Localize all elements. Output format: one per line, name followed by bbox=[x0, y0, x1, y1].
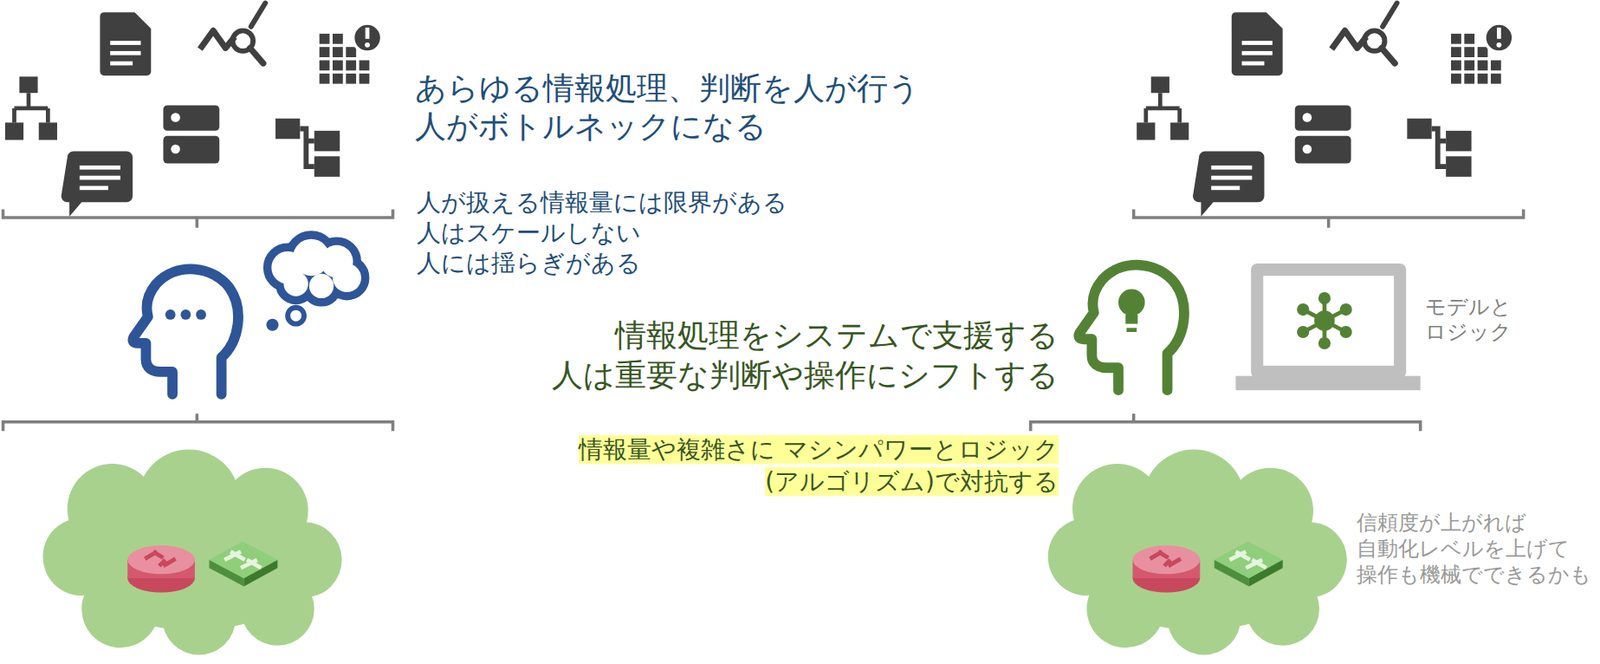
network-point bbox=[1296, 303, 1309, 316]
bracket bbox=[1133, 209, 1524, 228]
highlighted-text: 情報量や複雑さに マシンパワーとロジック(アルゴリズム)で対抗する bbox=[578, 434, 1059, 496]
thought-cloud bbox=[265, 239, 362, 331]
thinking-dot bbox=[165, 309, 176, 320]
network-point bbox=[1340, 303, 1353, 316]
network-cloud bbox=[42, 449, 342, 655]
thought-part bbox=[309, 273, 334, 298]
network-cloud bbox=[1048, 449, 1348, 655]
thought-dot bbox=[265, 318, 279, 331]
human-head bbox=[132, 268, 239, 395]
laptop-display bbox=[1263, 275, 1394, 366]
head-outline bbox=[1078, 265, 1185, 391]
thought-part bbox=[332, 263, 362, 292]
future-note: 信頼度が上がれば 自動化レベルを上げて 操作も機械でできるかも bbox=[1356, 509, 1596, 588]
thought-dot bbox=[287, 307, 305, 324]
lightbulb bbox=[1126, 327, 1137, 332]
laptop-symbol bbox=[1235, 263, 1420, 390]
highlight-box: 情報量や複雑さに マシンパワーとロジック(アルゴリズム)で対抗する bbox=[476, 433, 1059, 498]
network-point bbox=[1318, 291, 1331, 305]
heading-text: あらゆる情報処理、判断を人が行う 人がボトルネックになる bbox=[414, 69, 946, 146]
laptop-label: モデルと ロジック bbox=[1425, 294, 1529, 346]
network-icon bbox=[1296, 291, 1353, 350]
thought-fill bbox=[271, 239, 362, 298]
thought-part bbox=[309, 273, 334, 298]
thought-part bbox=[283, 271, 308, 296]
thought-part bbox=[283, 271, 308, 296]
laptop-screen bbox=[1250, 263, 1406, 378]
thinking-dot bbox=[195, 309, 207, 320]
network-point bbox=[1318, 336, 1331, 350]
network-icon bbox=[1302, 297, 1346, 344]
data-icons bbox=[5, 3, 383, 217]
network-point bbox=[1340, 325, 1353, 338]
data-icons bbox=[1136, 3, 1514, 217]
human-head bbox=[1078, 265, 1185, 391]
bracket bbox=[1030, 413, 1421, 431]
lightbulb bbox=[1118, 289, 1146, 317]
network-point bbox=[1296, 325, 1309, 338]
laptop-base bbox=[1235, 375, 1420, 390]
head-outline bbox=[132, 268, 239, 395]
lightbulb bbox=[1125, 314, 1138, 324]
problem-note: 人が扱える情報量には限界がある 人はスケールしない 人には揺らぎがある bbox=[416, 187, 796, 279]
bracket bbox=[3, 413, 394, 431]
solution-text: 情報処理をシステムで支援する 人は重要な判断や操作にシフトする bbox=[522, 315, 1059, 396]
thought-part bbox=[332, 263, 362, 292]
network-hub bbox=[1314, 310, 1335, 331]
thinking-dot bbox=[180, 309, 191, 320]
bracket bbox=[3, 209, 394, 228]
thought-outline bbox=[271, 239, 362, 298]
